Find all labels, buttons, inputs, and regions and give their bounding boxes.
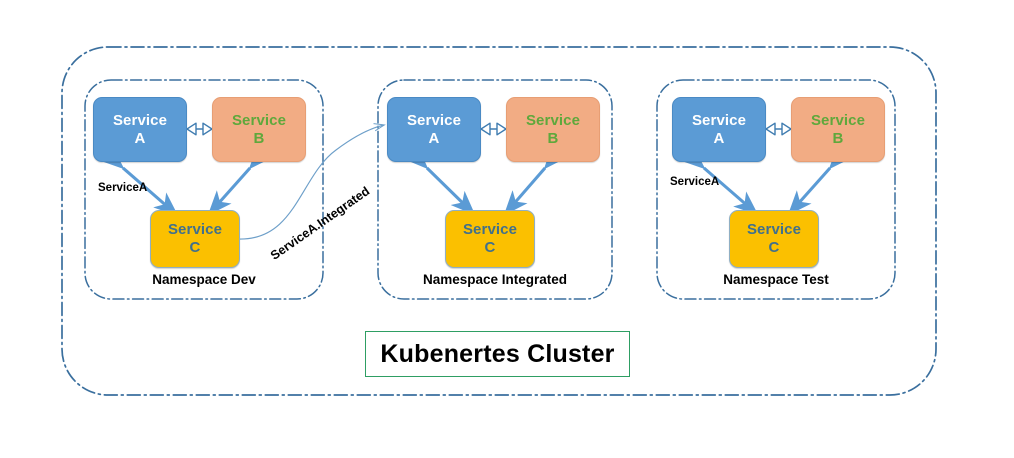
service-a-dev[interactable]: Service A	[93, 97, 187, 162]
connector-dev-a-c	[99, 145, 179, 217]
namespace-boundary-dev	[84, 79, 324, 300]
namespace-boundary-test	[656, 79, 896, 300]
service-a-test-line1: Service	[691, 111, 747, 129]
namespace-label-integrated: Namespace Integrated	[422, 272, 568, 287]
service-c-dev[interactable]: Service C	[150, 210, 240, 268]
edge-label-dev-servicea: ServiceA	[98, 182, 148, 194]
namespace-label-test: Namespace Test	[723, 272, 829, 287]
cluster-title-text: Kubenertes Cluster	[380, 339, 615, 368]
namespace-label-dev: Namespace Dev	[152, 272, 256, 287]
service-b-test-line2: B	[832, 129, 844, 147]
service-a-integrated[interactable]: Service A	[387, 97, 481, 162]
service-c-dev-line2: C	[189, 239, 201, 256]
cluster-boundary	[61, 46, 937, 396]
service-b-dev-line2: B	[253, 129, 265, 147]
service-b-dev[interactable]: Service B	[212, 97, 306, 162]
connector-cross-namespace	[237, 123, 386, 240]
service-a-dev-line2: A	[134, 129, 146, 147]
connector-integrated-a-b	[480, 122, 507, 136]
service-c-integrated-line1: Service	[462, 221, 518, 239]
service-a-integrated-line1: Service	[406, 111, 462, 129]
service-a-test-line2: A	[713, 129, 725, 147]
connector-test-b-c	[787, 144, 853, 216]
service-b-integrated[interactable]: Service B	[506, 97, 600, 162]
connector-integrated-a-c	[403, 144, 476, 216]
service-a-integrated-line2: A	[428, 129, 440, 147]
service-c-test-line1: Service	[746, 221, 802, 239]
service-c-test[interactable]: Service C	[729, 210, 819, 268]
service-a-dev-line1: Service	[112, 111, 168, 129]
service-b-integrated-line2: B	[547, 129, 559, 147]
service-b-test[interactable]: Service B	[791, 97, 885, 162]
service-c-integrated[interactable]: Service C	[445, 210, 535, 268]
connector-test-a-c	[680, 145, 759, 216]
service-b-dev-line1: Service	[231, 111, 287, 129]
connector-dev-a-b	[186, 122, 213, 136]
service-c-test-line2: C	[768, 239, 780, 256]
connector-test-a-b	[765, 122, 792, 136]
service-b-test-line1: Service	[810, 111, 866, 129]
connector-integrated-b-c	[503, 144, 568, 216]
connector-dev-b-c	[207, 144, 273, 216]
service-b-integrated-line1: Service	[525, 111, 581, 129]
service-c-integrated-line2: C	[484, 239, 496, 256]
cluster-title-box: Kubenertes Cluster	[365, 331, 630, 377]
service-a-test[interactable]: Service A	[672, 97, 766, 162]
edge-label-test-servicea: ServiceA	[670, 176, 720, 188]
namespace-boundary-integrated	[377, 79, 613, 300]
service-c-dev-line1: Service	[167, 221, 223, 239]
